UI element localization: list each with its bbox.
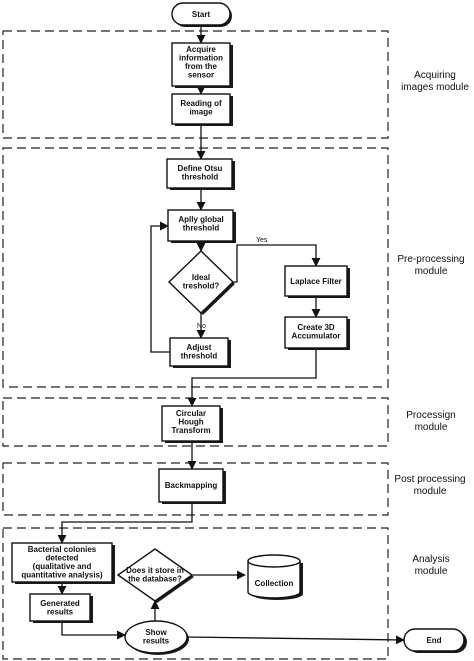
end-label-line: End [426, 636, 441, 645]
end-terminal: End [403, 628, 467, 653]
preprocessing-module-label-line: module [415, 266, 448, 277]
start-label: Start [192, 10, 211, 19]
processing-module-label-line: module [415, 422, 448, 433]
processing-module-frame [2, 397, 389, 447]
analysis-module-label-line: Analysis [412, 554, 449, 565]
edge-show-end [185, 635, 405, 645]
laplace-filter-label: Laplace Filter [290, 277, 342, 286]
acquire-information-label-line: Acquire [186, 45, 216, 54]
show-results-label-line: results [143, 637, 170, 646]
yes-label: Yes [256, 237, 268, 244]
backmapping-label-line: Backmapping [165, 481, 218, 490]
edge-backmapping-colonies [57, 502, 193, 544]
acquiring-module-frame [2, 30, 389, 139]
analysis-module-frame [2, 527, 389, 660]
apply-global-threshold-label-line: threshold [183, 224, 220, 233]
backmapping-box: Backmapping [158, 468, 226, 504]
collection-label-line: Collection [255, 579, 294, 588]
ideal-threshold-label-line: treshold? [183, 282, 220, 291]
backmapping-label: Backmapping [165, 481, 218, 490]
laplace-filter-box: Laplace Filter [284, 265, 350, 298]
ideal-threshold-label-line: Ideal [192, 273, 210, 282]
acquiring-module-label-line: images module [401, 82, 469, 93]
reading-image-label-line: Reading of [180, 99, 222, 108]
generated-results-label-line: results [47, 608, 74, 617]
acquiring-module-label-line: Acquiring [414, 70, 456, 81]
adjust-threshold-label-line: threshold [181, 352, 218, 361]
laplace-filter-label-line: Laplace Filter [290, 277, 342, 286]
bacterial-colonies-label-line: Bacterial colonies [28, 545, 97, 554]
circular-hough-transform-label-line: Circular [176, 409, 206, 418]
collection-database: Collection [247, 554, 303, 600]
postprocessing-module-label-line: module [414, 486, 447, 497]
postprocessing-module-frame [2, 462, 389, 516]
bacterial-colonies-label-line: detected [46, 554, 79, 563]
end-label: End [426, 636, 441, 645]
processing-module-label-line: Processign [406, 410, 455, 421]
preprocessing-module-frame [2, 147, 389, 388]
circular-hough-transform-label-line: Transform [171, 426, 210, 435]
preprocessing-module-label-line: Pre-processing [397, 254, 464, 265]
acquire-information-label-line: sensor [188, 71, 214, 80]
create-accumulator-label-line: Create 3D [297, 323, 335, 332]
show-results-label-line: Show [145, 628, 167, 637]
start-label-line: Start [192, 10, 211, 19]
adjust-threshold-label-line: Adjust [187, 343, 212, 352]
analysis-module-label-line: module [415, 566, 448, 577]
collection-label: Collection [255, 579, 294, 588]
start-terminal: Start [171, 2, 232, 27]
edge-accumulator-hough [187, 348, 317, 407]
store-database-label-line: the database? [128, 575, 182, 584]
define-otsu-label-line: Define Otsu [178, 164, 223, 173]
acquire-information-label-line: from the [185, 62, 218, 71]
edge-adjust-global [150, 221, 170, 353]
no-label: No [197, 323, 206, 330]
circular-hough-transform-label-line: Hough [178, 418, 203, 427]
apply-global-threshold-label-line: Aplly global [178, 215, 223, 224]
reading-image-label-line: image [189, 108, 213, 117]
bacterial-colonies-label-line: (qualitative and [33, 562, 92, 571]
bacterial-colonies-label-line: quantitative analysis) [21, 571, 103, 580]
postprocessing-module-label-line: Post processing [394, 474, 465, 485]
generated-results-label-line: Generated [40, 599, 80, 608]
acquire-information-label-line: information [179, 54, 223, 63]
create-accumulator-label-line: Accumulator [292, 332, 341, 341]
define-otsu-label-line: threshold [182, 173, 219, 182]
edge-generated-show [61, 621, 126, 640]
edge-ideal-laplace [233, 244, 321, 283]
store-database-label-line: Does it store in [126, 566, 184, 575]
